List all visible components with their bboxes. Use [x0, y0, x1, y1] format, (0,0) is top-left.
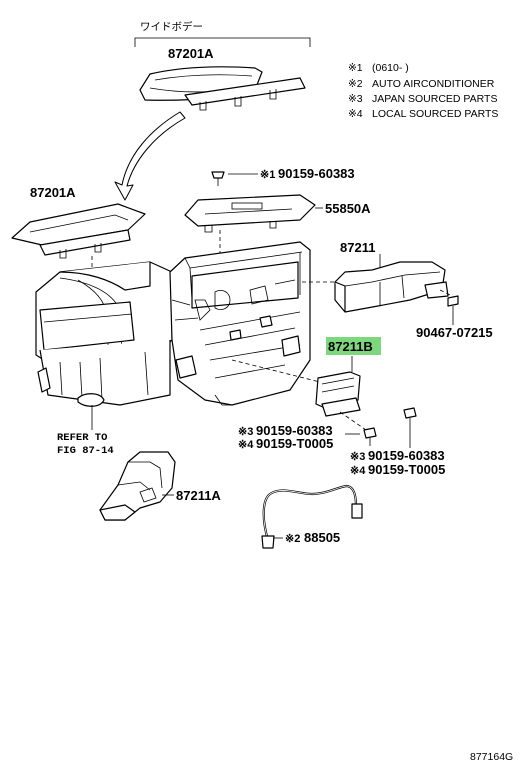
- label-90159-right-b: 90159-T0005: [368, 462, 445, 477]
- note-2-mark: ※2: [348, 78, 363, 90]
- label-90159-60383-top-mark: ※1: [260, 169, 275, 181]
- part-screw-87211b[interactable]: [345, 427, 377, 446]
- part-87211[interactable]: 87211: [334, 240, 453, 313]
- labels-screw-right: ※3 90159-60383 ※4 90159-T0005: [350, 448, 445, 477]
- note-3-text: JAPAN SOURCED PARTS: [372, 93, 497, 105]
- note-3-mark: ※3: [348, 93, 363, 105]
- label-90159-60383-top: 90159-60383: [278, 166, 355, 181]
- part-ac-unit-housing: [35, 241, 338, 430]
- label-87201a-top: 87201A: [168, 46, 214, 61]
- label-90159-left-b-mark: ※4: [238, 439, 254, 451]
- part-90467-07215[interactable]: 90467-07215: [416, 295, 493, 340]
- label-87201a-left: 87201A: [30, 185, 76, 200]
- group-label: ワイドボデー: [140, 20, 203, 33]
- note-1-mark: ※1: [348, 62, 363, 74]
- part-90159-60383-top[interactable]: ※1 90159-60383: [211, 166, 355, 186]
- label-87211a: 87211A: [176, 488, 221, 503]
- note-4-mark: ※4: [348, 108, 363, 120]
- group-bracket: ワイドボデー: [134, 20, 311, 47]
- part-screw-right[interactable]: [403, 407, 417, 448]
- notes-legend: ※1 (0610- ) ※2 AUTO AIRCONDITIONER ※3 JA…: [348, 62, 498, 120]
- part-87201a-top[interactable]: 87201A: [139, 46, 306, 111]
- part-55850a[interactable]: 55850A: [184, 194, 371, 262]
- label-87211: 87211: [340, 240, 375, 255]
- label-88505-mark: ※2: [285, 533, 300, 545]
- part-87211a[interactable]: 87211A: [99, 451, 221, 521]
- label-90159-right-b-mark: ※4: [350, 465, 366, 477]
- note-4-text: LOCAL SOURCED PARTS: [372, 108, 498, 120]
- label-55850a: 55850A: [325, 201, 371, 216]
- refer-line-2: FIG 87-14: [57, 445, 114, 457]
- note-2-text: AUTO AIRCONDITIONER: [372, 78, 495, 90]
- note-1-text: (0610- ): [372, 62, 409, 74]
- part-87211b[interactable]: 87211B: [315, 337, 381, 431]
- labels-screw-left: ※3 90159-60383 ※4 90159-T0005: [238, 423, 333, 451]
- label-90159-left-b: 90159-T0005: [256, 436, 333, 451]
- refer-line-1: REFER TO: [57, 432, 107, 444]
- part-88505[interactable]: ※2 88505: [261, 484, 363, 549]
- label-87211b: 87211B: [328, 339, 373, 354]
- label-90159-right-a-mark: ※3: [350, 451, 365, 463]
- label-90159-left-a: 90159-60383: [256, 423, 333, 438]
- figure-id: 877164G: [470, 751, 513, 763]
- label-88505: 88505: [304, 530, 340, 545]
- move-arrow: [114, 111, 186, 201]
- label-90159-left-a-mark: ※3: [238, 426, 253, 438]
- label-90159-right-a: 90159-60383: [368, 448, 445, 463]
- highlight-87211b: [326, 337, 381, 355]
- refer-note: REFER TO FIG 87-14: [57, 432, 114, 457]
- label-90467-07215: 90467-07215: [416, 325, 493, 340]
- part-87201a-left[interactable]: 87201A: [11, 185, 146, 278]
